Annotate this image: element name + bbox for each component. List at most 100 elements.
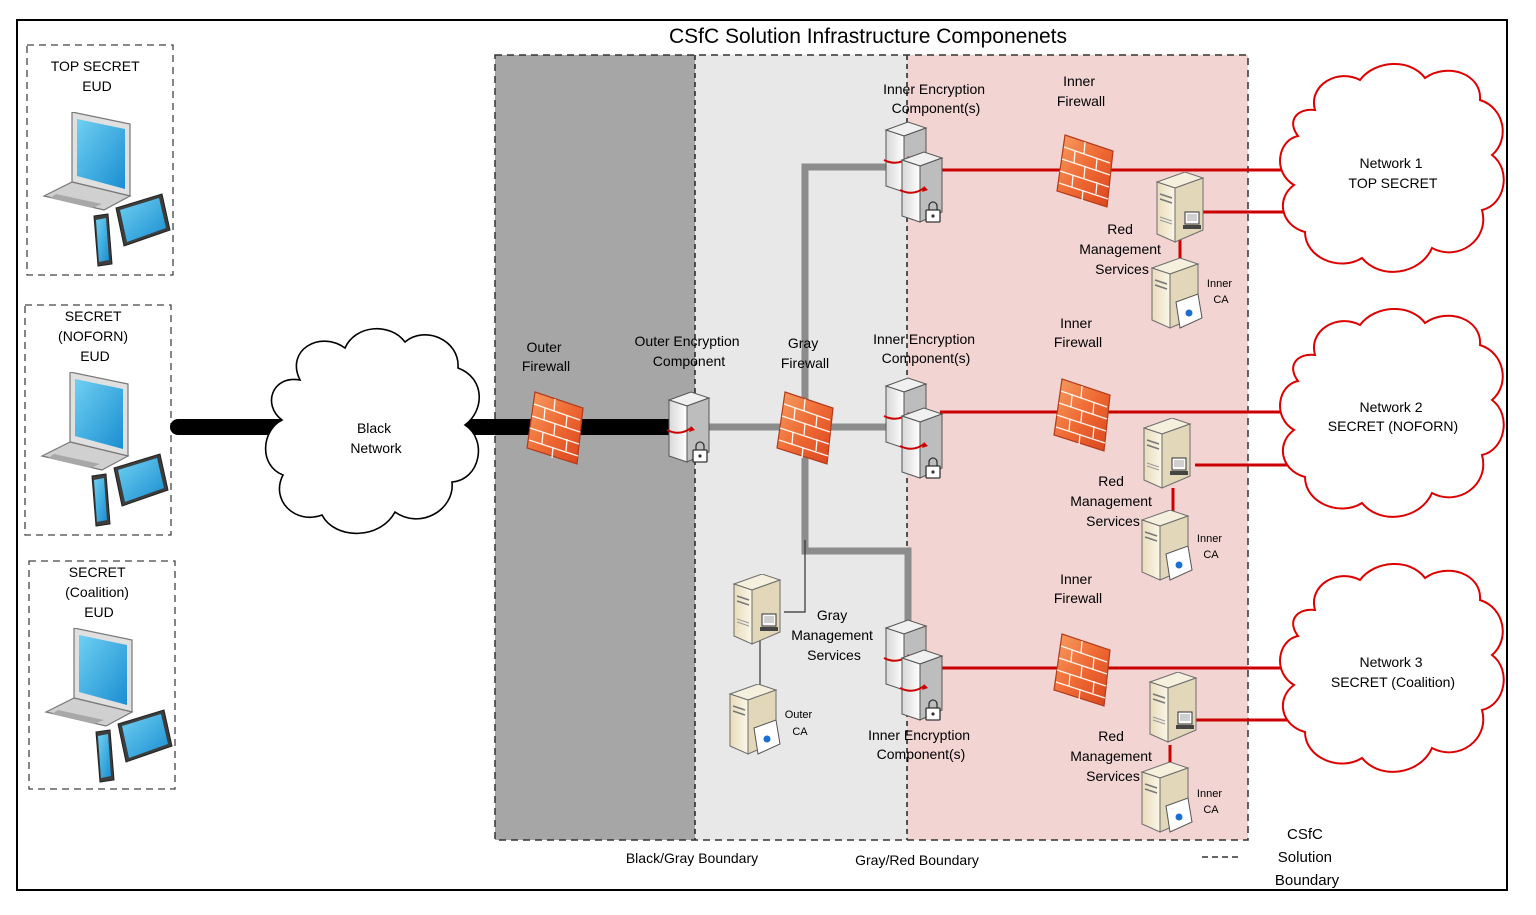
red-mgmt-1-label-line2: Management [1079,241,1161,257]
inner-encryption-3-label-line1: Inner Encryption [868,727,970,743]
svg-text:SECRET (Coalition) EUD: SECRET (Coalition) EUD [65,564,133,620]
csfc-boundary-label-line3: Boundary [1275,872,1340,889]
svg-text:Inner CA: Inner CA [1197,788,1225,816]
inner-ca-icon [1141,762,1193,833]
svg-text:Black Network: Black Network [350,420,402,456]
eud-2-label-line3: EUD [80,348,110,364]
network-3-cloud [1279,563,1505,773]
inner-ca-2-label-line2: CA [1203,549,1219,561]
svg-text:Inner Encryption Component: Inner Encryption Component(s) [873,331,979,366]
diagram-title: CSfC Solution Infrastructure Componenets [669,25,1067,48]
eud-box-secret-noforn [24,304,172,536]
svg-text:Inner Firewall: Inner Firewall [1054,315,1102,350]
svg-text:Network 1 TOP SECRET: Network 1 TOP SECRET [1349,155,1438,191]
gray-mgmt-label-line1: Gray [817,607,847,623]
inner-firewall-3-label-line1: Inner [1060,571,1092,587]
black-gray-boundary-label: Black/Gray Boundary [626,850,758,866]
inner-ca-icon [1151,258,1203,329]
outer-frame [16,19,1508,891]
gray-firewall-label-line2: Firewall [781,355,829,371]
gray-mgmt-links [759,540,806,690]
inner-encryption-2-label-line2: Component(s) [882,350,971,366]
eud-3-label-line2: (Coalition) [65,584,129,600]
red-mgmt-server-icon [1149,672,1197,743]
inner-encryption-1-label-line2: Component(s) [892,100,981,116]
gray-mgmt-label-line2: Management [791,627,873,643]
inner-encryption-3-label-line2: Component(s) [877,746,966,762]
outer-ca-label-line1: Outer [785,709,813,721]
svg-text:Inner Encryption Component: Inner Encryption Component(s) [868,727,974,762]
inner-firewall-3-label-line2: Firewall [1054,590,1102,606]
outer-firewall-label-line2: Firewall [522,358,570,374]
svg-text:Outer Encryption Component: Outer Encryption Component [635,333,744,369]
eud-3-label-line3: EUD [84,604,114,620]
svg-text:Network 3 SECRET (Coalitio: Network 3 SECRET (Coalition) [1331,654,1455,690]
eud-box-top-secret [26,44,174,276]
inner-ca-1-label-line1: Inner [1207,278,1232,290]
outer-ca-label-line2: CA [792,726,808,738]
svg-text:Outer CA: Outer CA [785,709,816,738]
csfc-boundary-label-line2: Solution [1278,849,1332,866]
svg-text:Inner Encryption Component: Inner Encryption Component(s) [883,81,989,116]
eud-devices-icon [43,112,171,267]
inner-firewall-2-label-line2: Firewall [1054,334,1102,350]
outer-encryption-icon [666,391,710,463]
red-mgmt-1-label-line3: Services [1095,261,1149,277]
eud-3-label-line1: SECRET [69,564,126,580]
inner-encryption-icon [899,151,943,223]
red-mgmt-2-label-line1: Red [1098,473,1124,489]
eud-devices-icon [41,372,169,527]
red-mgmt-3-label-line2: Management [1070,748,1152,764]
inner-ca-1-label-line2: CA [1213,294,1229,306]
svg-text:SECRET (NOFORN) EUD: SECRET (NOFORN) EUD [58,308,132,364]
inner-encryption-icon [899,649,943,721]
svg-text:Network 2 SECRET (NOFORN): Network 2 SECRET (NOFORN) [1328,399,1458,434]
eud-2-label-line1: SECRET [65,308,122,324]
eud-1-label-line2: EUD [82,78,112,94]
red-mgmt-server-icon [1143,418,1191,489]
inner-ca-2-label-line1: Inner [1197,533,1222,545]
outer-firewall-label-line1: Outer [527,339,562,355]
svg-text:Gray Management Servic: Gray Management Services [791,607,877,663]
svg-text:Inner Firewall: Inner Firewall [1054,571,1102,606]
svg-text:Inner CA: Inner CA [1197,533,1225,561]
eud-box-secret-coalition [28,560,176,790]
inner-firewall-1-label-line1: Inner [1063,73,1095,89]
network-2-label-line1: Network 2 [1360,399,1423,415]
inner-firewall-2-label-line1: Inner [1060,315,1092,331]
red-mgmt-1-label-line1: Red [1107,221,1133,237]
network-1-label-line1: Network 1 [1360,155,1423,171]
gray-mgmt-server-icon [733,574,781,645]
csfc-solution-boundary [494,54,1249,841]
csfc-boundary-label-line1: CSfC [1287,826,1323,843]
inner-encryption-icon [899,407,943,479]
network-2-cloud [1279,308,1505,518]
svg-text:Inner CA: Inner CA [1207,278,1235,306]
black-network-label-line2: Network [350,440,402,456]
eud-2-label-line2: (NOFORN) [58,328,128,344]
svg-text:Red Management Service: Red Management Services [1070,728,1156,784]
black-network-cloud [264,328,480,535]
red-mgmt-3-label-line3: Services [1086,768,1140,784]
black-zone [495,55,695,840]
red-mgmt-2-label-line2: Management [1070,493,1152,509]
red-mgmt-2-label-line3: Services [1086,513,1140,529]
inner-encryption-1-label-line1: Inner Encryption [883,81,985,97]
svg-text:Red Management Service: Red Management Services [1070,473,1156,529]
network-2-label-line2: SECRET (NOFORN) [1328,418,1458,434]
inner-ca-icon [1141,510,1193,581]
network-3-label-line1: Network 3 [1360,654,1423,670]
network-1-label-line2: TOP SECRET [1349,175,1438,191]
outer-encryption-label-line2: Component [653,353,725,369]
network-1-cloud [1279,63,1505,273]
gray-mgmt-label-line3: Services [807,647,861,663]
eud-devices-icon [45,628,173,783]
inner-ca-3-label-line2: CA [1203,804,1219,816]
red-mgmt-3-label-line1: Red [1098,728,1124,744]
outer-ca-icon [729,684,781,755]
black-network-label-line1: Black [357,420,392,436]
gray-red-boundary-label: Gray/Red Boundary [855,852,979,868]
inner-firewall-1-label-line2: Firewall [1057,93,1105,109]
svg-text:CSfC Solution Boundary: CSfC Solution Boundary [1275,826,1340,889]
gray-firewall-label-line1: Gray [788,335,818,351]
